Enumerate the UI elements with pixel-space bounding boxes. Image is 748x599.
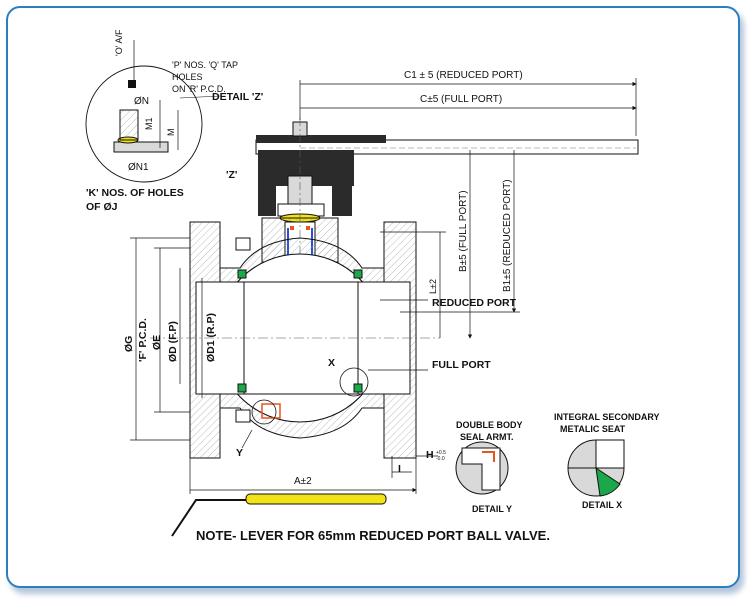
label-m1: M1: [144, 117, 154, 130]
label-double-body-1: DOUBLE BODY: [456, 420, 523, 430]
label-c1: C1 ± 5 (REDUCED PORT): [404, 70, 523, 81]
label-i: I: [398, 463, 401, 475]
label-l: L±2: [428, 279, 438, 294]
label-b: B±5 (FULL PORT): [458, 190, 469, 272]
bottom-lever: [171, 493, 387, 537]
valve-body: [150, 221, 440, 459]
label-a: A±2: [294, 476, 312, 487]
label-dia-e: ØE: [151, 335, 163, 350]
label-k-nos: 'K' NOS. OF HOLES: [86, 187, 184, 199]
label-dia-n1: ØN1: [128, 162, 149, 173]
label-dia-d1: ØD1 (R.P): [205, 313, 217, 362]
detail-y: [455, 441, 509, 495]
label-integral-2: METALIC SEAT: [560, 424, 626, 434]
label-reduced-port: REDUCED PORT: [432, 297, 517, 309]
lever-handle: [255, 121, 639, 216]
label-oaf: 'O' A/F: [114, 29, 124, 56]
label-p-nos: 'P' NOS. 'Q' TAP: [172, 60, 238, 70]
label-m: M: [166, 129, 176, 137]
label-detail-x: DETAIL X: [582, 500, 622, 510]
label-of-j: OF ØJ: [86, 201, 118, 213]
detail-x: [567, 439, 625, 497]
label-dia-g: ØG: [123, 336, 135, 352]
label-double-body-2: SEAL ARMT.: [460, 432, 514, 442]
label-integral-1: INTEGRAL SECONDARY: [554, 412, 660, 422]
label-b1: B1±5 (REDUCED PORT): [502, 179, 513, 292]
note-text: NOTE- LEVER FOR 65mm REDUCED PORT BALL V…: [196, 528, 550, 543]
label-dia-d: ØD (F.P): [167, 321, 179, 362]
label-h: H: [426, 449, 434, 461]
label-f-pcd: 'F' P.C.D.: [137, 318, 149, 362]
label-dia-n: ØN: [134, 96, 149, 107]
label-holes: HOLES: [172, 72, 203, 82]
label-detail-z: DETAIL 'Z': [212, 91, 263, 103]
label-z: 'Z': [226, 169, 237, 181]
label-h-tol-bottom: -0.0: [436, 456, 445, 462]
label-on-r: ON 'R' P.C.D.: [172, 84, 226, 94]
label-y: Y: [236, 447, 243, 459]
dimension-lines: [130, 78, 637, 494]
label-detail-y: DETAIL Y: [472, 504, 512, 514]
detail-z-inset: [85, 40, 221, 183]
label-h-tol-top: +0.5: [436, 450, 446, 456]
label-x: X: [328, 357, 335, 369]
label-full-port: FULL PORT: [432, 359, 491, 371]
label-c: C±5 (FULL PORT): [420, 94, 502, 105]
